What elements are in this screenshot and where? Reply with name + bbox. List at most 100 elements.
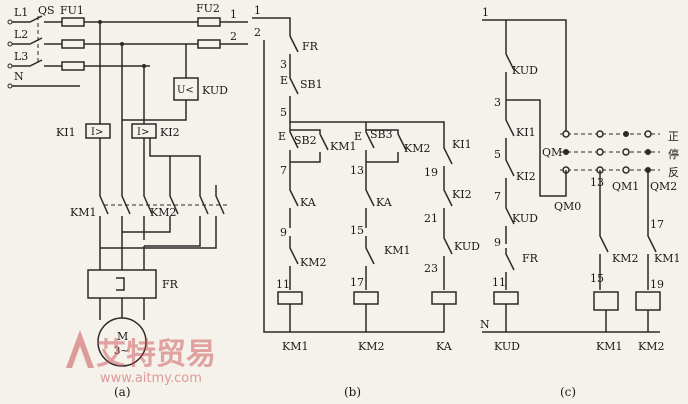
c-qm2-branch <box>647 170 657 290</box>
ki2-relay <box>131 123 157 139</box>
motor-m <box>97 317 147 367</box>
c-qm-label: QM <box>542 146 562 159</box>
ki1-contact-label: KI1 <box>452 138 472 151</box>
c-coil-km2-label: KM2 <box>638 340 664 353</box>
caption-c: (c) <box>560 385 576 399</box>
fuse-fu1-l1 <box>61 17 85 27</box>
c-top-rail <box>482 19 567 134</box>
c-ki2-label: KI2 <box>516 170 536 183</box>
c-node-13: 13 <box>590 176 604 189</box>
sb2-e: E <box>278 130 286 143</box>
kud-relay <box>173 77 199 101</box>
c-qm-contact <box>644 130 652 138</box>
sb3-e: E <box>354 130 362 143</box>
c-kud-contact-label: KUD <box>512 64 538 77</box>
kud-wiring <box>122 44 187 121</box>
c-ki1-label: KI1 <box>516 126 536 139</box>
c-fr-contact <box>505 248 515 290</box>
caption-a: (a) <box>114 385 131 399</box>
c-node-19: 19 <box>650 278 664 291</box>
c-qm-contact-on <box>623 131 629 137</box>
control-rails <box>252 17 445 333</box>
control-feed <box>220 21 248 45</box>
fr-label: FR <box>162 278 179 291</box>
ki1-relay <box>85 123 111 139</box>
terminal-l1 <box>7 19 13 25</box>
c-node-9: 9 <box>494 236 501 249</box>
fu2-label: FU2 <box>196 2 220 15</box>
c-node-17: 17 <box>650 218 664 231</box>
c-node-3: 3 <box>494 96 501 109</box>
c-qm-contact <box>596 148 604 156</box>
fuse-fu1-l3 <box>61 61 85 71</box>
c-coil-km1-label: KM1 <box>596 340 622 353</box>
ka-contact-1 <box>289 170 299 228</box>
sb3-label: SB3 <box>370 128 393 141</box>
ka-chain <box>443 142 453 290</box>
watermark-url: www.aitmy.com <box>100 371 202 386</box>
node-17: 17 <box>350 276 364 289</box>
node-13: 13 <box>350 164 364 177</box>
c-coil-kud-label: KUD <box>494 340 520 353</box>
line-l2-label: L2 <box>14 28 28 41</box>
km1-interlock <box>365 236 375 290</box>
terminal-2-label: 2 <box>230 30 237 43</box>
ki1-relay-symbol: I> <box>91 127 103 138</box>
c-km1-interlock-label: KM1 <box>654 252 680 265</box>
terminal-l2 <box>7 41 13 47</box>
node-7: 7 <box>280 164 287 177</box>
km1-hold-label: KM1 <box>330 140 356 153</box>
fr-thermal-relay <box>87 269 157 299</box>
c-qm-positions <box>560 133 660 171</box>
sb1-label: SB1 <box>300 78 323 91</box>
node-1: 1 <box>254 4 261 17</box>
c-kud-contact <box>505 53 515 100</box>
watermark: 艾特贸易 www.aitmy.com <box>66 330 216 386</box>
node-5: 5 <box>280 106 287 119</box>
km2-branch <box>149 138 201 185</box>
km2-interlock-label: KM2 <box>300 256 326 269</box>
c-qm0-label: QM0 <box>554 200 581 213</box>
c-qm2-label: QM2 <box>650 180 677 193</box>
coil-km1 <box>277 291 303 305</box>
ki2-relay-symbol: I> <box>137 127 149 138</box>
c-qm-contact <box>596 130 604 138</box>
fuse-fu1-l2 <box>61 39 85 49</box>
motor-phase-label: 3~ <box>114 346 129 357</box>
sb2-km1-branch <box>289 122 329 170</box>
c-coil-km1 <box>593 291 619 311</box>
c-qm-contact <box>622 166 630 174</box>
mode-reverse: 反 <box>668 166 679 179</box>
coil-km2 <box>353 291 379 305</box>
mode-stop: 停 <box>668 147 679 161</box>
fr-contact-label: FR <box>302 40 319 53</box>
phase-drops <box>99 22 145 185</box>
fu1-label: FU1 <box>60 4 84 17</box>
panel-a: L1 L2 L3 N QS FU1 FU2 1 2 <box>7 2 248 399</box>
watermark-brand: 艾特贸易 <box>96 337 216 372</box>
c-bottom-rail <box>482 304 660 333</box>
ka-label-1: KA <box>300 196 317 209</box>
kud-label: KUD <box>202 84 228 97</box>
qs-label: QS <box>38 4 55 17</box>
coil-ka <box>431 291 457 305</box>
line-l1-label: L1 <box>14 6 28 19</box>
bus-lines <box>84 21 198 67</box>
c-n-label: N <box>480 318 490 331</box>
c-coil-km2 <box>635 291 661 311</box>
fr-contact <box>289 35 299 72</box>
c-qm0-link <box>539 170 567 197</box>
ki2-contact-label: KI2 <box>452 188 472 201</box>
node-9: 9 <box>280 226 287 239</box>
terminal-n <box>7 83 13 89</box>
c-qm-contact-on <box>563 149 569 155</box>
c-node-11: 11 <box>492 276 506 289</box>
caption-b: (b) <box>344 385 361 399</box>
kud-relay-symbol: U< <box>177 85 194 96</box>
junction-dot <box>142 64 146 68</box>
c-qm1-branch <box>599 170 609 290</box>
c-km2-interlock-label: KM2 <box>612 252 638 265</box>
km2-interlock-1 <box>289 236 299 290</box>
